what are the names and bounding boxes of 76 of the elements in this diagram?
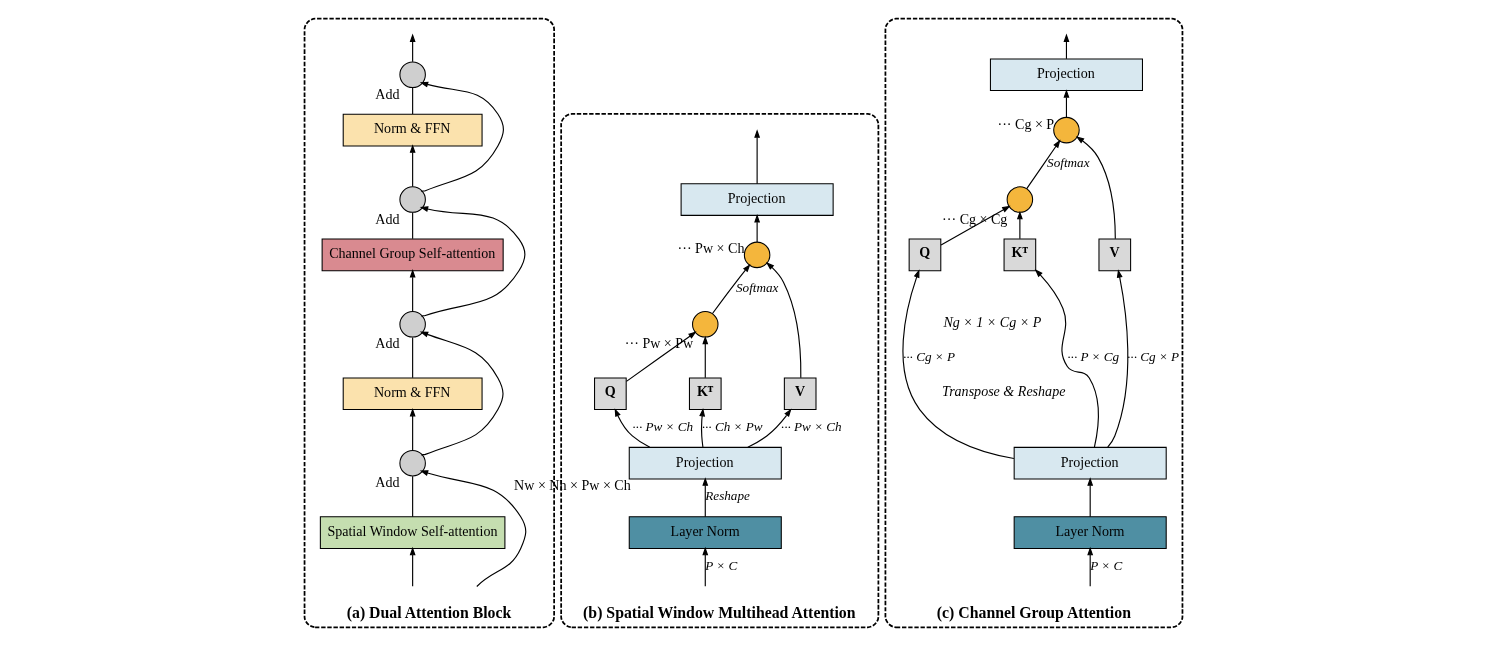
node-box: Projection [989, 58, 1143, 92]
arrow [701, 546, 708, 587]
label: Ng × 1 × Cg × P [942, 313, 1041, 330]
edge-label: ··· P × Cg [1066, 349, 1119, 365]
node-label: Add [374, 335, 399, 352]
node-circle [1006, 186, 1033, 213]
edge-label: ··· Ch × Pw [701, 418, 763, 434]
node-box: Norm & FFN [342, 113, 483, 147]
arrow [746, 408, 792, 448]
node-label: ··· Pw × Ch [677, 240, 744, 257]
node-label: ··· Cg × Cg [941, 210, 1007, 227]
arrow [419, 470, 526, 588]
arrow [1086, 477, 1093, 518]
arrow [409, 144, 416, 188]
node-box: Layer Norm [628, 516, 782, 549]
arrow [1034, 269, 1099, 448]
node-circle [691, 311, 719, 338]
arrow [698, 407, 705, 448]
node-box: Norm & FFN [342, 377, 483, 411]
node-circle [398, 186, 426, 213]
edge-label: Softmax [1046, 155, 1090, 171]
node-box: Layer Norm [1013, 516, 1167, 549]
arrow [1106, 269, 1128, 448]
node-box: V [1097, 238, 1131, 272]
arrow [701, 477, 708, 518]
node-box: Spatial Window Self-attention [319, 516, 505, 549]
arrow [701, 335, 708, 379]
node-circle [743, 241, 770, 269]
node-circle [398, 311, 426, 338]
node-box: Projection [628, 446, 782, 480]
arrow [614, 408, 650, 448]
node-box: Kᵀ [688, 377, 722, 411]
node-label: ··· Pw × Pw [624, 335, 693, 352]
arrow [940, 205, 1011, 246]
arrow [753, 129, 760, 185]
arrow [1086, 546, 1093, 587]
arrow [765, 262, 801, 379]
node-box: Projection [680, 183, 834, 216]
node-circle [398, 61, 426, 88]
node-box: Q [908, 238, 941, 272]
edge-label: ··· Pw × Ch [631, 418, 693, 434]
node-label: Add [374, 210, 399, 227]
arrow [409, 269, 416, 312]
label: Transpose & Reshape [941, 383, 1065, 400]
arrow [1063, 89, 1069, 118]
node-circle [398, 449, 426, 477]
arrow [1025, 139, 1061, 190]
arrow [1016, 210, 1023, 240]
arrow [419, 206, 525, 317]
edge-label: Softmax [735, 279, 778, 295]
node-box: Channel Group Self-attention [321, 238, 504, 272]
arrow [409, 33, 416, 63]
arrow [625, 331, 697, 382]
connector [411, 475, 413, 518]
arrow [753, 214, 760, 243]
node-box: Q [593, 377, 627, 411]
edge-label: ··· Pw × Ch [780, 418, 842, 434]
edge-label: ··· Cg × P [902, 349, 955, 365]
edge-label: ··· Cg × P [1126, 349, 1179, 365]
node-label: ··· Cg × P [996, 115, 1054, 132]
arrow [1075, 136, 1116, 240]
connector [411, 87, 413, 115]
arrow [409, 407, 416, 451]
node-box: V [783, 377, 817, 411]
node-label: Add [374, 474, 399, 491]
connector [411, 212, 413, 240]
arrow [409, 546, 416, 587]
node-box: Kᵀ [1003, 238, 1036, 272]
node-circle [1052, 116, 1080, 144]
connector [411, 336, 413, 379]
node-box: Projection [1013, 446, 1167, 480]
node-label: Add [374, 85, 399, 102]
arrow [419, 81, 504, 193]
arrow [901, 269, 1014, 460]
arrow [711, 263, 750, 315]
arrow [419, 331, 504, 456]
